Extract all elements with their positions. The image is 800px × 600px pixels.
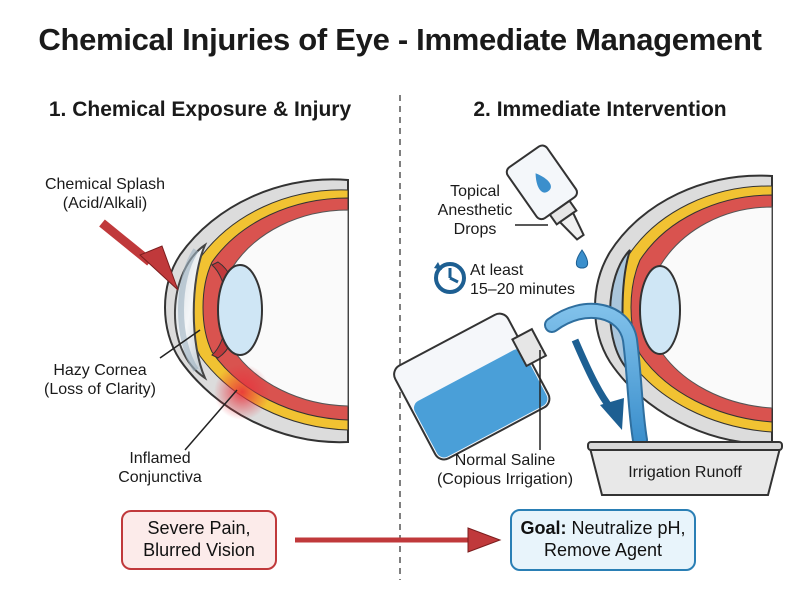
goal-rest: Neutralize pH, xyxy=(566,518,686,539)
symptom-line2: Blurred Vision xyxy=(143,540,255,560)
saline-label: Normal Saline (Copious Irrigation) xyxy=(415,452,595,490)
cornea-label-line2: (Loss of Clarity) xyxy=(43,380,157,398)
splash-label: Chemical Splash (Acid/Alkali) xyxy=(25,176,185,214)
saline-bottle xyxy=(393,302,648,461)
runoff-label: Irrigation Runoff xyxy=(628,464,742,481)
conjunctiva-label: Inflamed Conjunctiva xyxy=(100,450,220,488)
progress-arrow xyxy=(295,527,502,553)
goal-line1: Goal: Neutralize pH, xyxy=(520,518,685,540)
runoff-tray xyxy=(587,441,783,496)
drops-label-line2: Anesthetic xyxy=(437,201,513,219)
drops-label-line1: Topical xyxy=(450,183,500,200)
time-label: At least 15–20 minutes xyxy=(470,262,590,300)
time-label-line2: 15–20 minutes xyxy=(470,280,575,298)
symptom-line1: Severe Pain, xyxy=(147,518,251,539)
saline-label-line1: Normal Saline xyxy=(454,452,556,469)
eye-diagram-right xyxy=(594,174,773,446)
splash-label-line2: (Acid/Alkali) xyxy=(62,194,148,212)
drops-label-line3: Drops xyxy=(453,220,497,238)
splash-label-line1: Chemical Splash xyxy=(44,176,166,193)
drops-label: Topical Anesthetic Drops xyxy=(430,183,520,240)
flow-arrow xyxy=(571,338,624,430)
goal-bold: Goal: xyxy=(520,518,567,539)
symptom-box: Severe Pain, Blurred Vision xyxy=(121,510,277,570)
conjunctiva-leader xyxy=(184,389,238,451)
splash-arrow xyxy=(99,219,179,291)
cornea-label-line1: Hazy Cornea xyxy=(53,362,147,379)
panel1-heading: 1. Chemical Exposure & Injury xyxy=(48,98,352,121)
panel2-heading: 2. Immediate Intervention xyxy=(473,98,727,121)
goal-line2: Remove Agent xyxy=(543,540,663,560)
conjunctiva-label-line1: Inflamed xyxy=(129,450,191,467)
saline-label-line2: (Copious Irrigation) xyxy=(436,470,574,488)
eye-diagram-left xyxy=(164,178,349,444)
page-title: Chemical Injuries of Eye - Immediate Man… xyxy=(38,22,762,57)
cornea-label: Hazy Cornea (Loss of Clarity) xyxy=(25,362,175,400)
conjunctiva-label-line2: Conjunctiva xyxy=(118,468,202,486)
eye-dropper-icon xyxy=(505,144,589,269)
clock-icon xyxy=(434,262,466,294)
cornea-leader xyxy=(159,329,201,359)
goal-box: Goal: Neutralize pH, Remove Agent xyxy=(510,509,696,571)
time-label-line1: At least xyxy=(470,262,524,279)
